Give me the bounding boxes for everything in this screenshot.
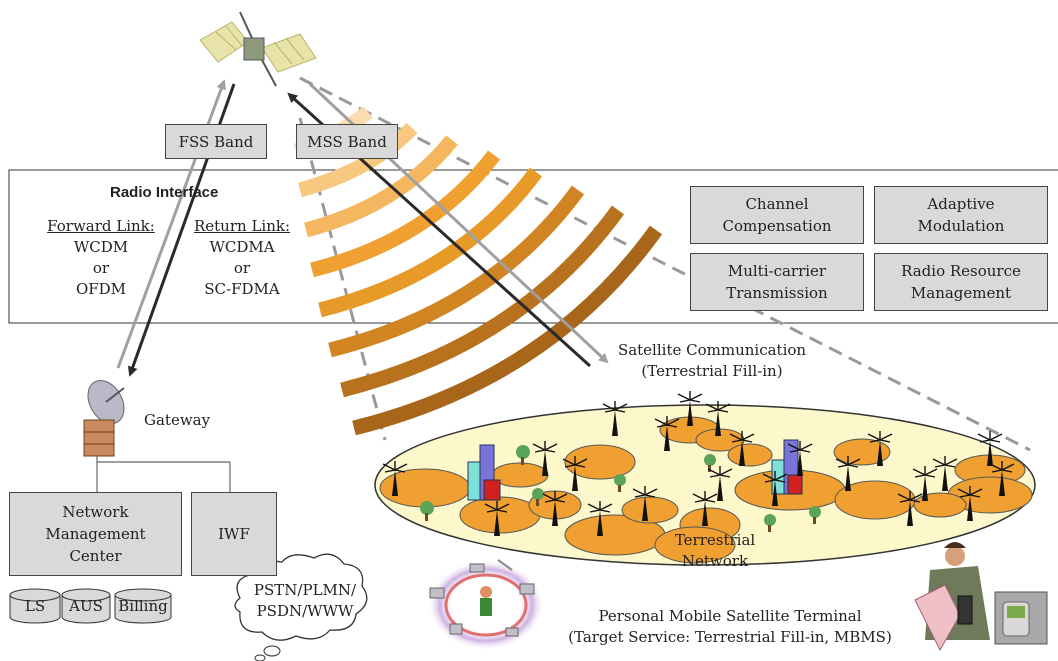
cell-tower-icon bbox=[632, 486, 658, 521]
cell-tower-icon bbox=[602, 401, 628, 436]
forward-link-option-1: WCDM bbox=[73, 238, 129, 256]
person-with-phone-icon bbox=[914, 542, 1048, 652]
cell-tower-icon bbox=[835, 456, 861, 491]
return-link-heading: Return Link: bbox=[193, 217, 291, 235]
cell-tower-icon bbox=[912, 466, 938, 501]
forward-link-label: Forward Link: WCDM or OFDM bbox=[42, 216, 160, 300]
mss-signal-arcs bbox=[293, 106, 663, 436]
terrestrial-network-label: Terrestrial Network bbox=[674, 531, 756, 570]
cell-tower-icon bbox=[867, 431, 893, 466]
radio-interface-panel bbox=[8, 169, 1058, 324]
pstn-cloud-label: PSTN/PLMN/ PSDN/WWW bbox=[253, 581, 357, 620]
forward-link-option-2: OFDM bbox=[75, 280, 127, 298]
city-buildings-icon bbox=[467, 439, 803, 501]
cell-tower-icon bbox=[692, 491, 718, 526]
cell-tower-icon bbox=[484, 501, 510, 536]
trees-icon bbox=[420, 445, 821, 532]
terrestrial-cells bbox=[379, 416, 1033, 564]
return-link-label: Return Link: WCDMA or SC-FDMA bbox=[190, 216, 294, 300]
cell-tower-icon bbox=[977, 431, 1003, 466]
personal-terminal-label: Personal Mobile Satellite Terminal (Targ… bbox=[568, 607, 892, 646]
forward-link-or: or bbox=[92, 259, 110, 277]
return-link-option-1: WCDMA bbox=[209, 238, 275, 256]
cell-tower-icon bbox=[762, 471, 788, 506]
gateway-connectors bbox=[96, 456, 231, 492]
cell-tower-icon bbox=[382, 461, 408, 496]
fss-band-label: FSS Band bbox=[165, 124, 267, 159]
satellite-communication-label: Satellite Communication (Terrestrial Fil… bbox=[617, 341, 807, 380]
cell-tower-icon bbox=[654, 416, 680, 451]
cell-tower-icon bbox=[677, 391, 703, 426]
cell-tower-icon bbox=[729, 431, 755, 466]
database-cylinders bbox=[9, 588, 172, 624]
radio-interface-title: Radio Interface bbox=[110, 184, 219, 201]
cell-tower-icon bbox=[705, 401, 731, 436]
cell-tower-icon bbox=[897, 491, 923, 526]
forward-link-heading: Forward Link: bbox=[47, 217, 155, 235]
cell-tower-icon bbox=[542, 491, 568, 526]
cell-tower-icon bbox=[587, 501, 613, 536]
cell-tower-icon bbox=[957, 486, 983, 521]
cell-tower-icon bbox=[787, 441, 813, 476]
gateway-dish-icon bbox=[83, 380, 125, 457]
cell-towers bbox=[382, 391, 1015, 536]
return-link-option-2: SC-FDMA bbox=[204, 280, 280, 298]
gateway-label: Gateway bbox=[144, 411, 211, 429]
satellite-icon bbox=[199, 11, 317, 87]
iwf-box: IWF bbox=[191, 492, 277, 576]
cell-tower-icon bbox=[932, 456, 958, 491]
personal-devices-ring-icon bbox=[428, 559, 544, 650]
database-billing: Billing bbox=[118, 597, 168, 615]
cell-tower-icon bbox=[562, 456, 588, 491]
coverage-line-right bbox=[299, 76, 1031, 452]
database-ls: LS bbox=[24, 597, 46, 615]
database-aus: AUS bbox=[69, 597, 103, 615]
cell-tower-icon bbox=[989, 461, 1015, 496]
mss-band-label: MSS Band bbox=[296, 124, 398, 159]
return-link-or: or bbox=[233, 259, 251, 277]
cell-tower-icon bbox=[532, 441, 558, 476]
cell-tower-icon bbox=[707, 466, 733, 501]
